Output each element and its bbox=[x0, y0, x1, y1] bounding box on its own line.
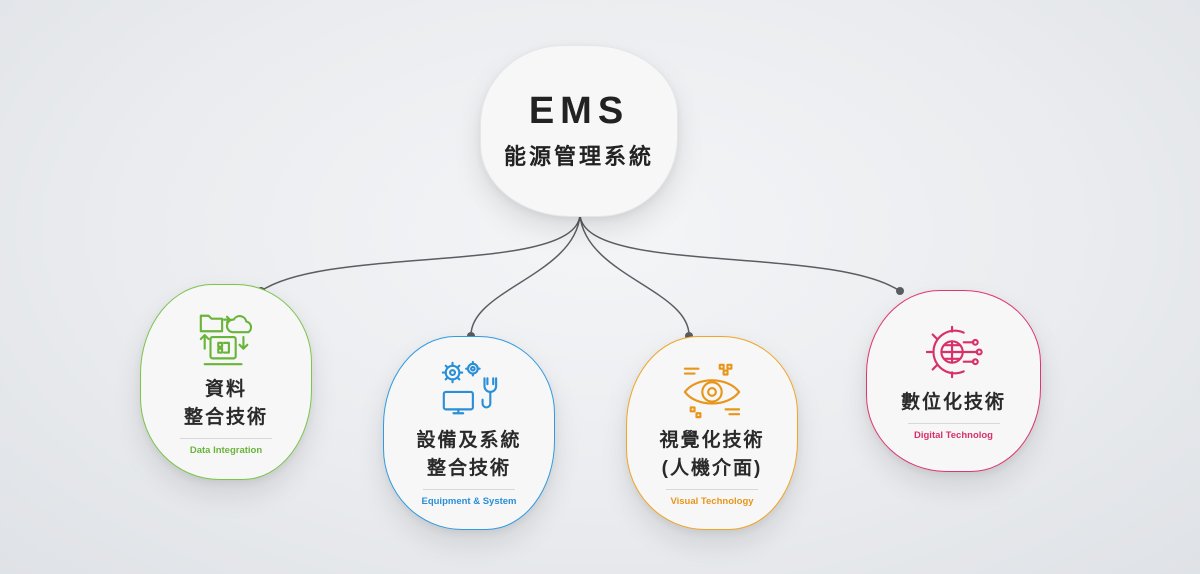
node-title-line: 設備及系統 bbox=[416, 430, 522, 452]
node-subtitle: Data Integration bbox=[189, 444, 263, 456]
node-title-line: 視覺化技術 bbox=[659, 430, 765, 452]
divider bbox=[180, 437, 272, 439]
data-integration-icon bbox=[199, 315, 253, 366]
root-subtitle: 能源管理系統 bbox=[503, 143, 654, 169]
node-visual-technology: 視覺化技術 (人機介面) Visual Technology bbox=[626, 336, 798, 530]
root-title: EMS bbox=[528, 90, 630, 133]
divider bbox=[423, 488, 515, 490]
eye-icon bbox=[683, 364, 741, 419]
node-title: 資料 整合技術 bbox=[184, 376, 268, 431]
connector-to-equip bbox=[470, 214, 581, 337]
connector-to-digital bbox=[579, 214, 901, 292]
connector-dot-digital bbox=[896, 287, 904, 295]
node-subtitle: Digital Technolog bbox=[914, 429, 993, 441]
node-title-line: 整合技術 bbox=[426, 458, 511, 479]
equipment-gears-icon bbox=[441, 361, 498, 415]
node-title-line: 數位化技術 bbox=[900, 392, 1006, 414]
root-node-ems: EMS 能源管理系統 bbox=[480, 45, 678, 217]
node-title-line: 資料 bbox=[204, 379, 247, 401]
connector-to-data bbox=[260, 214, 581, 292]
divider bbox=[907, 422, 1000, 424]
node-digital-technology: 數位化技術 Digital Technolog bbox=[866, 290, 1041, 472]
node-title-line: (人機介面) bbox=[661, 458, 763, 479]
node-data-integration: 資料 整合技術 Data Integration bbox=[140, 284, 312, 480]
divider bbox=[666, 488, 758, 490]
node-equipment-system: 設備及系統 整合技術 Equipment & System bbox=[383, 336, 555, 530]
node-title: 設備及系統 整合技術 bbox=[416, 427, 521, 482]
node-subtitle: Equipment & System bbox=[421, 495, 517, 507]
globe-gear-icon bbox=[925, 325, 983, 379]
node-subtitle: Visual Technology bbox=[670, 495, 754, 507]
node-title: 視覺化技術 (人機介面) bbox=[659, 427, 764, 482]
connector-to-visual bbox=[579, 214, 690, 337]
node-title-line: 整合技術 bbox=[183, 407, 268, 428]
node-title: 數位化技術 bbox=[901, 389, 1006, 417]
